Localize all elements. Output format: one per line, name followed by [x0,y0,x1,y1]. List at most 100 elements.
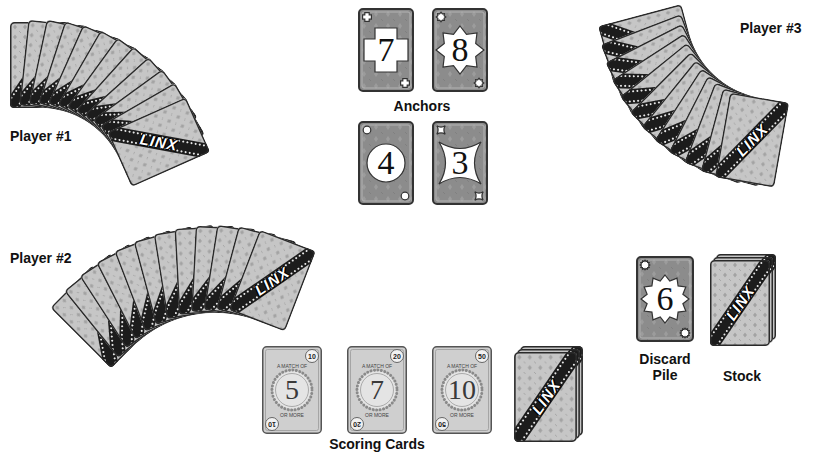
point-value: 20 [393,353,401,360]
corner-badge [476,350,489,363]
corner-badge [391,350,404,363]
card-number: 7 [378,33,395,67]
corner-symbol [474,78,484,88]
match-number: 7 [370,376,384,404]
corner-symbol-outline [475,192,483,200]
point-value: 20 [353,421,361,428]
card-caption: A MATCH OF [447,363,477,368]
corner-badge [436,418,449,431]
card-outline [359,9,413,91]
suit-symbol [367,144,405,182]
card-outline [433,347,492,434]
point-value: 10 [268,421,276,428]
corner-symbol [680,328,690,338]
corner-symbol-outline [640,260,650,270]
point-value: 50 [478,353,486,360]
card-frame [266,350,319,431]
scoring-card: 10A MATCH OF5OR MORE10 [262,346,322,434]
corner-symbol-outline [474,78,484,88]
corner-symbol [437,126,445,134]
card-caption: A MATCH OF [362,363,392,368]
card-pattern [360,123,412,203]
card-outline [637,257,693,341]
corner-badge [351,418,364,431]
card-caption: OR MORE [365,412,389,417]
card-frame [436,12,484,88]
corner-symbol-outline [437,126,445,134]
card-pattern [638,258,692,340]
corner-symbol [640,260,650,270]
suit-symbol-outline [364,28,408,72]
dotted-ring [272,370,312,410]
area-label: Scoring Cards [329,436,425,452]
card-number: 4 [378,146,395,180]
card-outline [359,122,413,204]
number-card: 6 [636,256,694,342]
corner-symbol-outline [680,328,690,338]
suit-symbol [436,26,484,74]
inner-ring [361,374,394,407]
card-number: 6 [657,282,674,316]
card-frame [351,350,404,431]
corner-symbol-outline [401,79,410,88]
match-number: 5 [285,376,299,404]
scoring-card: 50A MATCH OF10OR MORE50 [432,346,492,434]
point-value: 10 [308,353,316,360]
card-frame [640,260,690,338]
corner-symbol-outline [363,126,371,134]
pile-label: Stock [723,368,761,384]
card-back [702,251,778,356]
card-pattern [360,10,412,90]
suit-symbol-outline [439,142,481,184]
card-frame [362,12,410,88]
number-card: 3 [432,121,488,205]
card-back [506,342,586,451]
card-caption: OR MORE [280,412,304,417]
match-number: 10 [448,376,476,404]
card-back [706,82,799,198]
card-caption: OR MORE [450,412,474,417]
card-outline [263,347,322,434]
corner-symbol [401,192,409,200]
dotted-ring [442,370,482,410]
suit-symbol-outline [367,144,405,182]
suit-symbol-outline [641,275,689,323]
scoring-deck [506,336,592,451]
card-frame [436,350,489,431]
suit-symbol-outline [436,26,484,74]
corner-symbol-outline [401,192,409,200]
inner-ring [446,374,479,407]
card-back [218,218,326,343]
card-pattern [434,10,486,90]
pile-label: Discard Pile [634,351,696,383]
corner-symbol [363,126,371,134]
corner-symbol [475,192,483,200]
player-label: Player #3 [740,20,802,36]
corner-symbol [436,12,446,22]
card-frame [436,125,484,201]
card-number: 8 [452,33,469,67]
player-label: Player #2 [10,250,72,266]
scoring-card: 20A MATCH OF7OR MORE20 [347,346,407,434]
card-outline [348,347,407,434]
corner-badge [266,418,279,431]
suit-symbol [364,28,408,72]
card-back [96,86,222,198]
suit-symbol [641,275,689,323]
dotted-ring [357,370,397,410]
corner-symbol [363,13,372,22]
number-card: 8 [432,8,488,92]
point-value: 50 [438,421,446,428]
number-card: 4 [358,121,414,205]
card-frame [362,125,410,201]
area-label: Anchors [394,98,451,114]
corner-badge [306,350,319,363]
card-pattern [434,123,486,203]
card-number: 3 [452,146,469,180]
corner-symbol-outline [436,12,446,22]
number-card: 7 [358,8,414,92]
suit-symbol [439,142,481,184]
card-outline [433,122,487,204]
player-label: Player #1 [10,128,72,144]
